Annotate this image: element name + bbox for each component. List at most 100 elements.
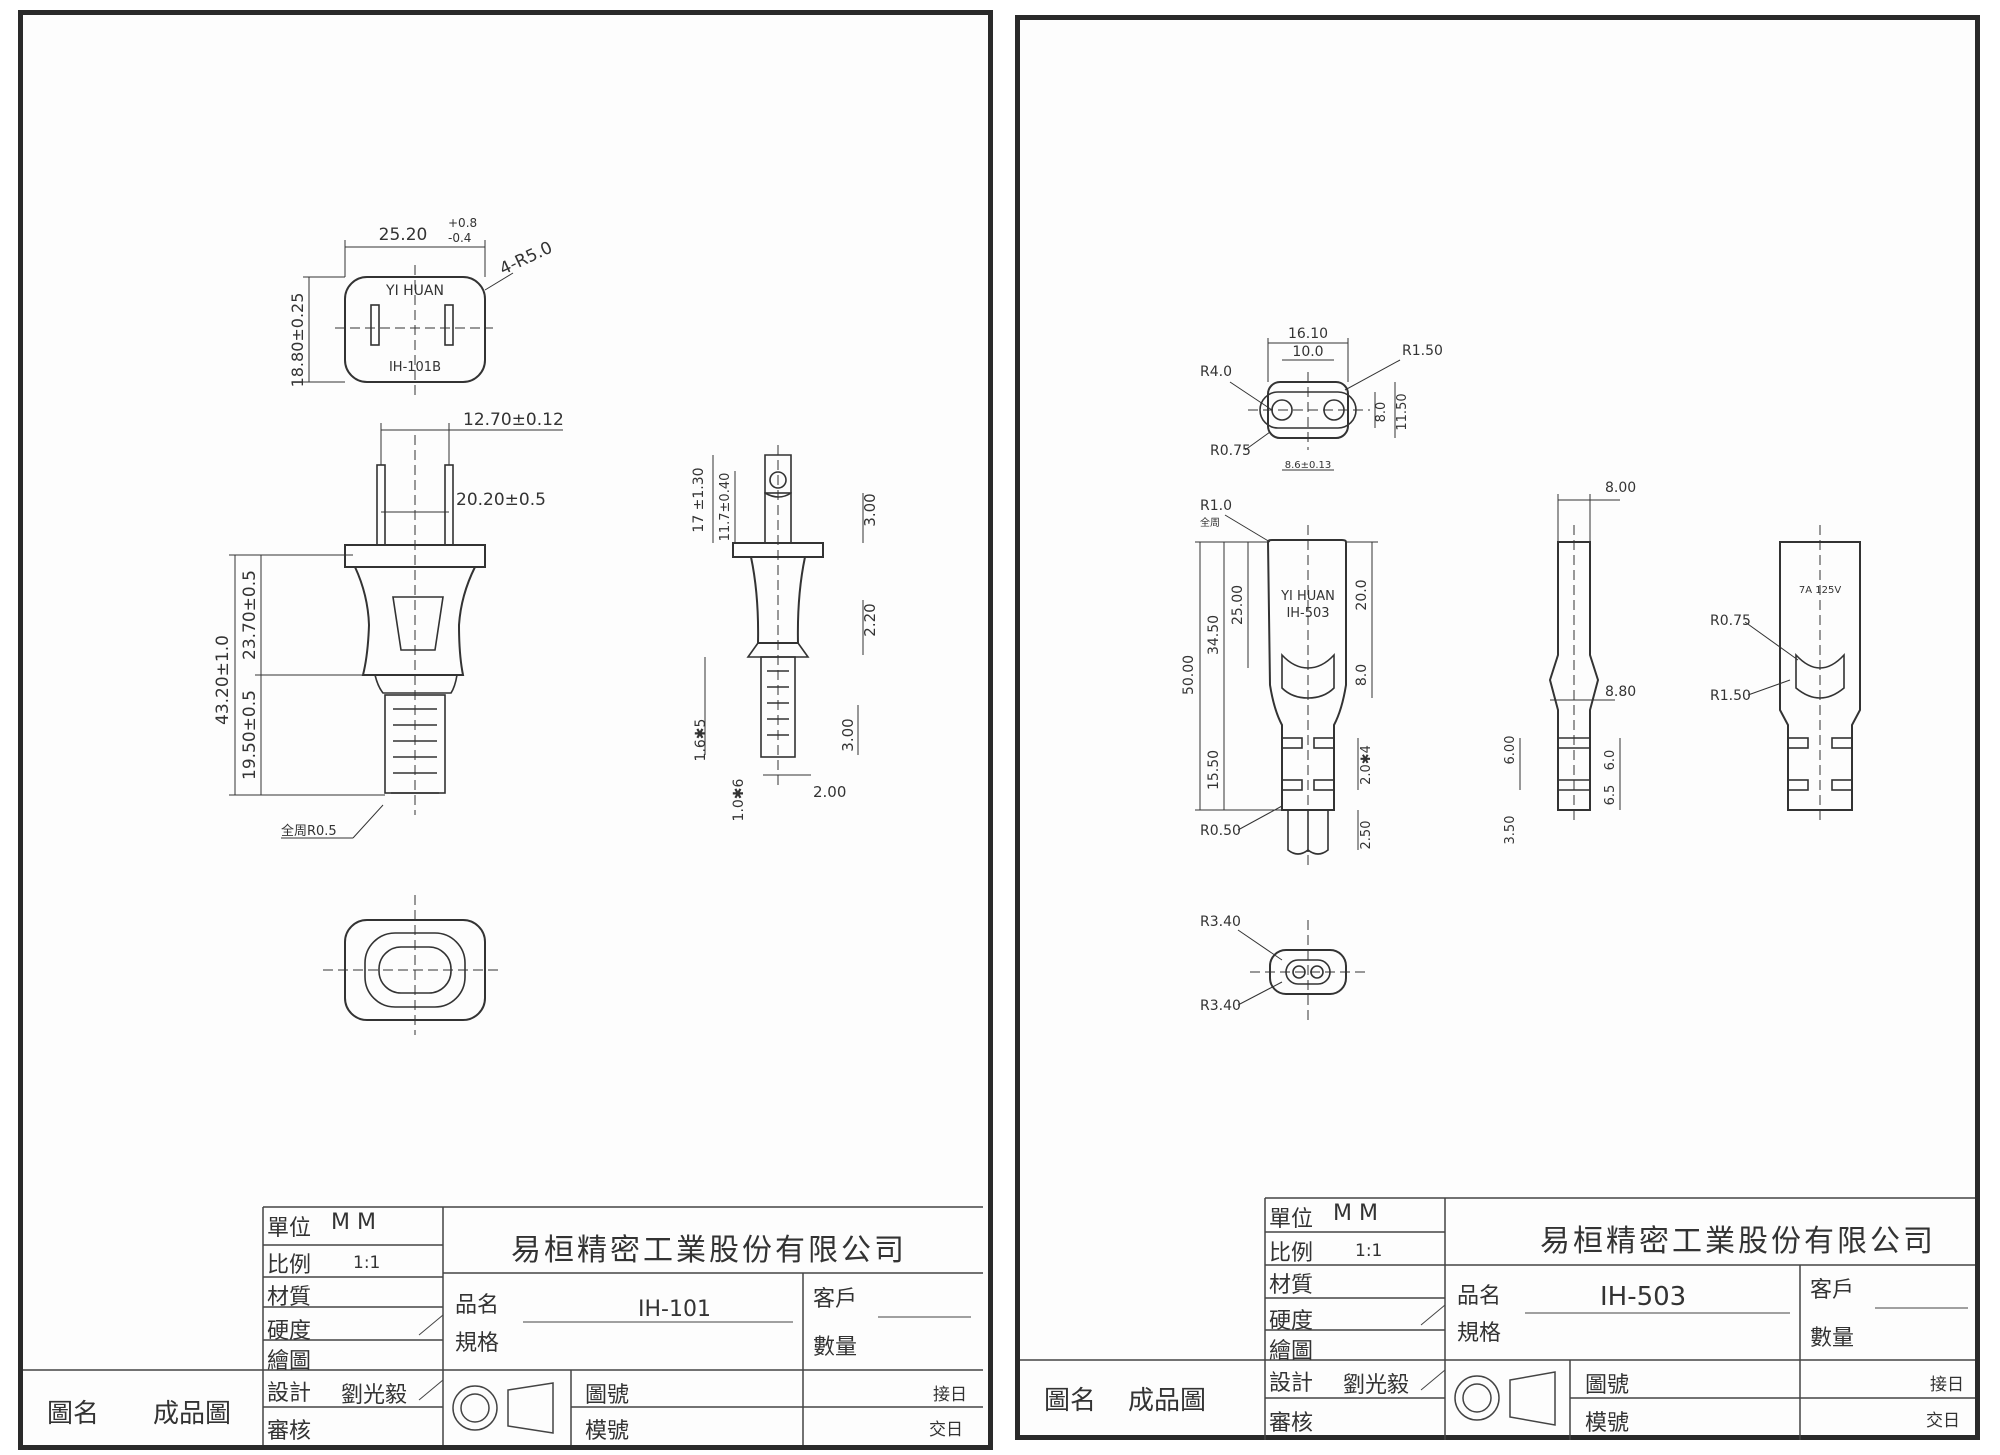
dim-tol-plus: +0.8: [448, 216, 477, 230]
mold-number-label: 模號: [1585, 1411, 1630, 1436]
product-label: 品名: [455, 1293, 500, 1318]
face-code-label: IH-101B: [389, 360, 441, 375]
unit-label: 單位: [1269, 1207, 1314, 1232]
dim-r0-75b: R0.75: [1710, 613, 1751, 629]
dim-side-1-0: 1.0✱6: [731, 778, 747, 821]
product-label: 品名: [1457, 1284, 1502, 1309]
connector-face-view: [1248, 372, 1370, 450]
connector-back-view: [1779, 525, 1861, 820]
mold-number-label: 模號: [585, 1419, 630, 1444]
dim-h8: 8.0: [1374, 402, 1389, 423]
dim-side-8: 8.00: [1605, 480, 1636, 496]
drawing-number-label: 圖號: [1585, 1373, 1630, 1398]
material-label: 材質: [267, 1285, 312, 1310]
dim-side-6-5: 6.5: [1603, 785, 1618, 806]
connector-front-view: [1266, 525, 1347, 870]
face-brand-label: YI HUAN: [385, 283, 444, 299]
designer-name: 劉光毅: [341, 1383, 408, 1408]
dim-len-8: 8.0: [1354, 664, 1370, 686]
quantity-label: 數量: [813, 1335, 858, 1360]
unit-label: 單位: [267, 1216, 312, 1241]
dim-r3-4a: R3.40: [1200, 914, 1241, 930]
dim-side-6-0: 6.0: [1603, 750, 1618, 771]
date-out-label: 交日: [1926, 1411, 1960, 1431]
dim-side-3-5: 3.50: [1503, 816, 1518, 845]
title-block-lines-left: [23, 1206, 983, 1445]
drawing-sheet-ih-101: YI HUAN IH-101B 25.20 +0.8 -0.4 4-R5.0 1…: [18, 10, 993, 1450]
dim-r0-75a: R0.75: [1210, 443, 1251, 459]
plug-side-view: [732, 445, 824, 785]
front-brand-label: YI HUAN: [1280, 589, 1335, 604]
plug-face-view: YI HUAN IH-101B: [303, 240, 514, 395]
title-block-lines-right: [1020, 1197, 1975, 1440]
date-out-label: 交日: [929, 1420, 963, 1440]
unit-value: M M: [1333, 1201, 1378, 1226]
dim-side-1-6: 1.6✱5: [693, 719, 709, 762]
design-label: 設計: [1269, 1371, 1314, 1396]
dim-width-top: 25.20: [379, 225, 428, 245]
hardness-label: 硬度: [1269, 1309, 1314, 1334]
dim-w10: 10.0: [1292, 344, 1323, 360]
scale-value: 1:1: [353, 1253, 381, 1273]
dim-side-2-00: 2.00: [813, 783, 846, 801]
dim-w16: 16.10: [1288, 326, 1328, 342]
date-in-label: 接日: [933, 1385, 967, 1405]
dim-side-6: 6.00: [1503, 736, 1518, 765]
dim-len-15-5: 15.50: [1206, 750, 1222, 790]
hardness-label: 硬度: [267, 1319, 312, 1344]
dim-len-50: 50.00: [1181, 655, 1197, 695]
dim-len-25: 25.00: [1230, 585, 1246, 625]
dim-tol-minus: -0.4: [448, 231, 471, 245]
dim-pin-length: 20.20±0.5: [456, 490, 546, 510]
dim-r1-5a: R1.50: [1402, 343, 1443, 359]
drawing-name-value: 成品圖: [153, 1399, 232, 1429]
drawing-number-label: 圖號: [585, 1383, 630, 1408]
company-name: 易桓精密工業股份有限公司: [511, 1233, 907, 1268]
dim-all-round: 全周: [1200, 516, 1220, 529]
drawing-ih-101: YI HUAN IH-101B 25.20 +0.8 -0.4 4-R5.0 1…: [213, 216, 879, 1035]
front-code-label: IH-503: [1286, 606, 1329, 621]
spec-label: 規格: [455, 1331, 500, 1356]
scale-label: 比例: [1269, 1241, 1314, 1266]
scale-label: 比例: [267, 1253, 312, 1278]
rating-label: 7A 125V: [1799, 585, 1841, 596]
drawing-name-value: 成品圖: [1128, 1386, 1207, 1416]
dim-len-34-5: 34.50: [1206, 615, 1222, 655]
dim-side-2-20: 2.20: [861, 603, 879, 636]
connector-side-view: [1548, 525, 1600, 820]
dim-r1-0: R1.0: [1200, 498, 1232, 514]
dim-len-2x4: 2.0✱4: [1359, 745, 1374, 785]
review-label: 審核: [1269, 1411, 1314, 1436]
company-name: 易桓精密工業股份有限公司: [1540, 1224, 1936, 1259]
dim-side-17: 17 ±1.30: [691, 467, 707, 532]
dim-pin-spacing: 12.70±0.12: [463, 410, 564, 430]
dim-r4: R4.0: [1200, 364, 1232, 380]
spec-label: 規格: [1457, 1321, 1502, 1346]
drawing-ih-503: 16.10 10.0 R1.50 R4.0 8.0 11.50 R0.75 8.…: [1181, 326, 1861, 1020]
plug-end-view: [323, 895, 503, 1035]
dim-height-face: 18.80±0.25: [288, 293, 307, 388]
dim-side-11: 11.7±0.40: [718, 473, 733, 542]
quantity-label: 數量: [1810, 1326, 1855, 1351]
dim-r0-5: R0.50: [1200, 823, 1241, 839]
material-label: 材質: [1269, 1273, 1314, 1298]
scale-value: 1:1: [1355, 1241, 1383, 1261]
dim-total-length: 43.20±1.0: [213, 635, 233, 725]
dim-h11-5: 11.50: [1395, 393, 1410, 430]
dim-side-3b: 3.00: [839, 718, 857, 751]
dim-side-8-8: 8.80: [1605, 684, 1636, 700]
dim-round-all: 全周R0.5: [281, 823, 337, 839]
drawing-sheet-ih-503: 16.10 10.0 R1.50 R4.0 8.0 11.50 R0.75 8.…: [1015, 15, 1980, 1440]
product-value: IH-101: [638, 1297, 711, 1322]
date-in-label: 接日: [1930, 1375, 1964, 1395]
customer-label: 客戶: [1810, 1278, 1855, 1303]
review-label: 審核: [267, 1419, 312, 1444]
dim-body-lower: 19.50±0.5: [240, 690, 260, 780]
connector-end-view: [1250, 920, 1365, 1020]
product-value: IH-503: [1600, 1282, 1687, 1312]
dim-body-upper: 23.70±0.5: [240, 570, 260, 660]
dim-side-3a: 3.00: [861, 493, 879, 526]
drawn-label: 繪圖: [267, 1349, 312, 1374]
dim-w8-6: 8.6±0.13: [1285, 460, 1332, 471]
drawing-name-label: 圖名: [47, 1399, 100, 1429]
